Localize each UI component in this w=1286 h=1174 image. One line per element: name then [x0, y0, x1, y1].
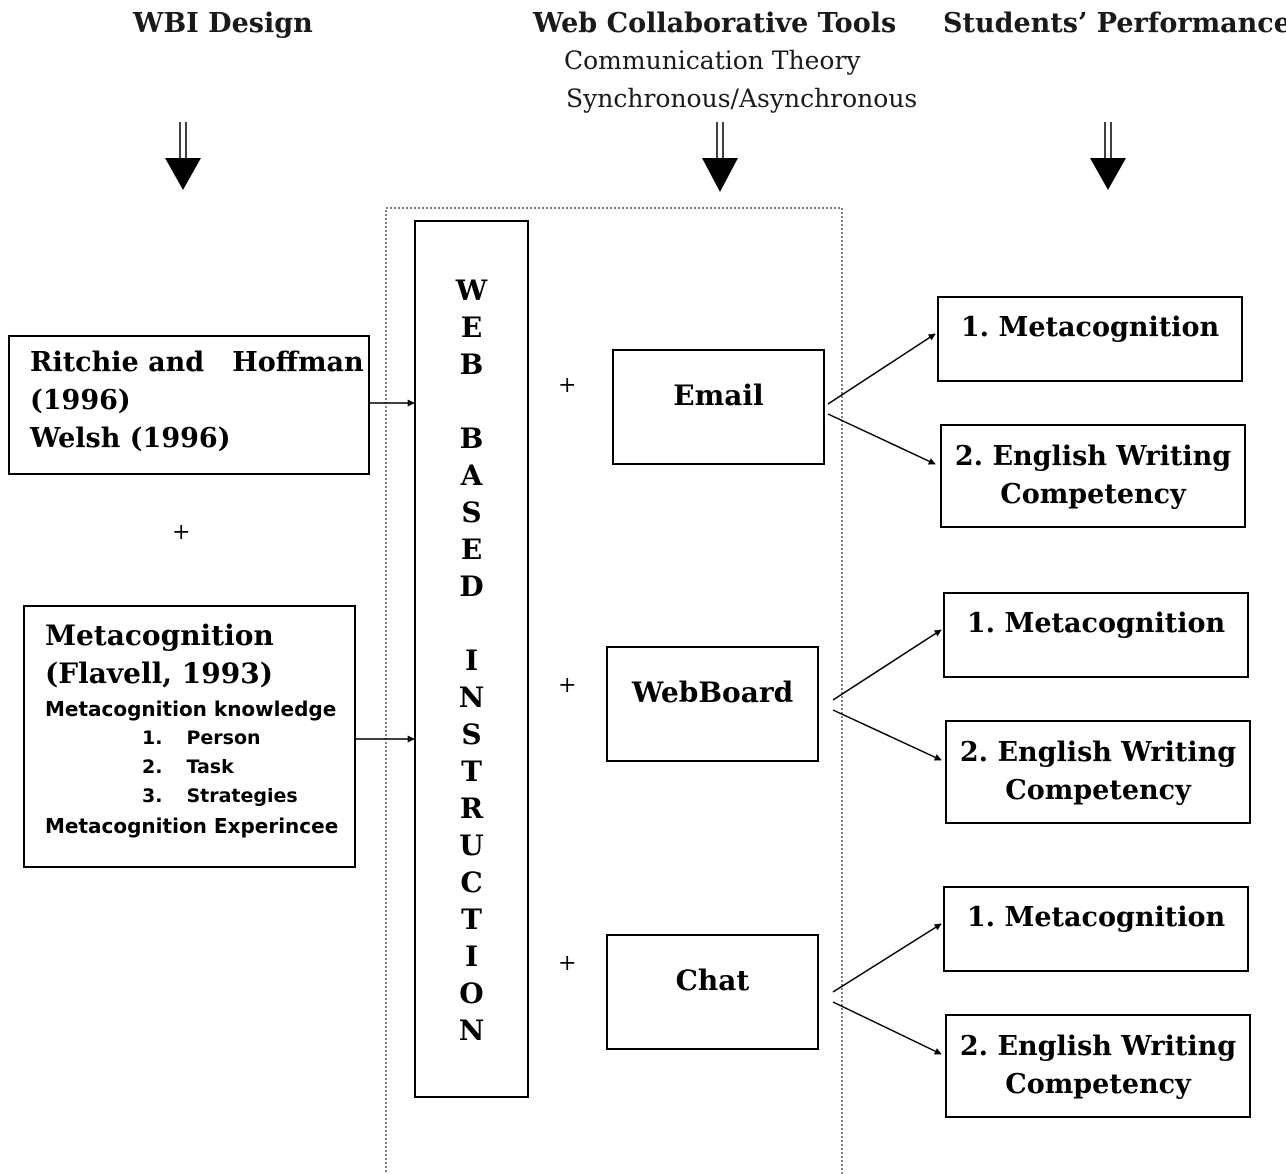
tool-webboard-label: WebBoard	[631, 676, 794, 709]
outcome-writing-line-1: 2. English Writing	[959, 1031, 1237, 1062]
vertical-gap	[416, 383, 527, 420]
outcome-3-metacognition: 1. Metacognition	[943, 886, 1249, 972]
vertical-letter: E	[460, 311, 483, 344]
header-collab-sub2: Synchronous/Asynchronous	[566, 84, 918, 113]
outcome-2-writing: 2. English Writing Competency	[945, 720, 1251, 824]
arrow-webboard-metacog	[832, 629, 942, 701]
plus-email: +	[558, 373, 577, 398]
vertical-letter: O	[459, 977, 484, 1010]
metacog-item-3: 3. Strategies	[142, 785, 298, 807]
outcome-writing-line-2: Competency	[1005, 775, 1191, 806]
outcome-writing-line-2: Competency	[1000, 479, 1186, 510]
metacog-item-label: Person	[186, 727, 261, 749]
metacog-title: Metacognition	[45, 619, 274, 652]
theory-line-1: Ritchie and Hoffman	[30, 347, 364, 378]
vertical-letter: B	[459, 422, 484, 455]
tool-chat-box: Chat	[606, 934, 819, 1050]
outcome-metacog-label: 1. Metacognition	[960, 312, 1220, 343]
outcome-writing-label: 2. English Writing Competency	[947, 734, 1249, 810]
outcome-3-writing: 2. English Writing Competency	[945, 1014, 1251, 1118]
metacog-item-label: Strategies	[186, 785, 298, 807]
metacog-knowledge: Metacognition knowledge	[45, 697, 337, 721]
outcome-writing-label: 2. English Writing Competency	[947, 1028, 1249, 1104]
metacog-cite: (Flavell, 1993)	[45, 657, 273, 690]
plus-left: +	[172, 520, 191, 545]
vertical-letter: U	[459, 829, 484, 862]
metacog-experience: Metacognition Experincee	[45, 814, 339, 838]
arrow-chat-writing	[832, 1001, 942, 1055]
tool-email-label: Email	[673, 379, 764, 412]
down-arrow-tools	[702, 122, 738, 192]
metacog-item-num: 2.	[142, 756, 163, 778]
outcome-2-metacognition: 1. Metacognition	[943, 592, 1249, 678]
metacog-item-1: 1. Person	[142, 727, 261, 749]
metacog-item-num: 1.	[142, 727, 163, 749]
header-performance: Students’ Performance	[943, 8, 1286, 39]
outcome-metacog-label: 1. Metacognition	[966, 902, 1226, 933]
arrow-webboard-writing	[832, 709, 942, 761]
tool-email-box: Email	[612, 349, 825, 465]
outcome-metacog-label: 1. Metacognition	[966, 608, 1226, 639]
vertical-letter: I	[464, 644, 479, 677]
vertical-letter: T	[461, 903, 482, 936]
vertical-letter: T	[461, 755, 482, 788]
vertical-gap	[416, 605, 527, 642]
vertical-letter: E	[460, 533, 483, 566]
vertical-letter: B	[459, 348, 484, 381]
vertical-letter: S	[461, 718, 482, 751]
down-arrow-wbi	[165, 122, 201, 190]
metacognition-box: Metacognition (Flavell, 1993) Metacognit…	[23, 605, 356, 868]
dotted-region	[385, 207, 843, 1174]
vertical-letter: R	[459, 792, 484, 825]
vertical-letter: N	[458, 1014, 485, 1047]
vertical-letter: I	[464, 940, 479, 973]
header-collab-sub1: Communication Theory	[564, 46, 861, 75]
vertical-letter: S	[461, 496, 482, 529]
outcome-writing-line-1: 2. English Writing	[954, 441, 1232, 472]
tool-chat-label: Chat	[675, 964, 750, 997]
header-wbi-design: WBI Design	[133, 8, 313, 39]
vertical-letter: C	[460, 866, 483, 899]
metacog-item-label: Task	[186, 756, 234, 778]
arrow-email-metacog	[827, 333, 936, 405]
outcome-writing-line-1: 2. English Writing	[959, 737, 1237, 768]
arrow-email-writing	[827, 413, 936, 465]
outcome-1-writing: 2. English Writing Competency	[940, 424, 1246, 528]
outcome-writing-line-2: Competency	[1005, 1069, 1191, 1100]
theory-line-3: Welsh (1996)	[30, 423, 231, 454]
metacog-item-2: 2. Task	[142, 756, 234, 778]
down-arrow-performance	[1090, 122, 1126, 190]
theory-box: Ritchie and Hoffman (1996) Welsh (1996)	[8, 335, 370, 475]
vertical-letter: A	[460, 459, 483, 492]
plus-chat: +	[558, 951, 577, 976]
header-collab-tools: Web Collaborative Tools	[533, 8, 897, 39]
metacog-item-num: 3.	[142, 785, 163, 807]
arrow-chat-metacog	[832, 923, 942, 993]
outcome-1-metacognition: 1. Metacognition	[937, 296, 1243, 382]
vertical-letter: D	[459, 570, 484, 603]
outcome-writing-label: 2. English Writing Competency	[942, 438, 1244, 514]
tool-webboard-box: WebBoard	[606, 646, 819, 762]
plus-webboard: +	[558, 673, 577, 698]
theory-line-2: (1996)	[30, 385, 131, 416]
vertical-letter: N	[458, 681, 485, 714]
vertical-letter: W	[455, 274, 488, 307]
